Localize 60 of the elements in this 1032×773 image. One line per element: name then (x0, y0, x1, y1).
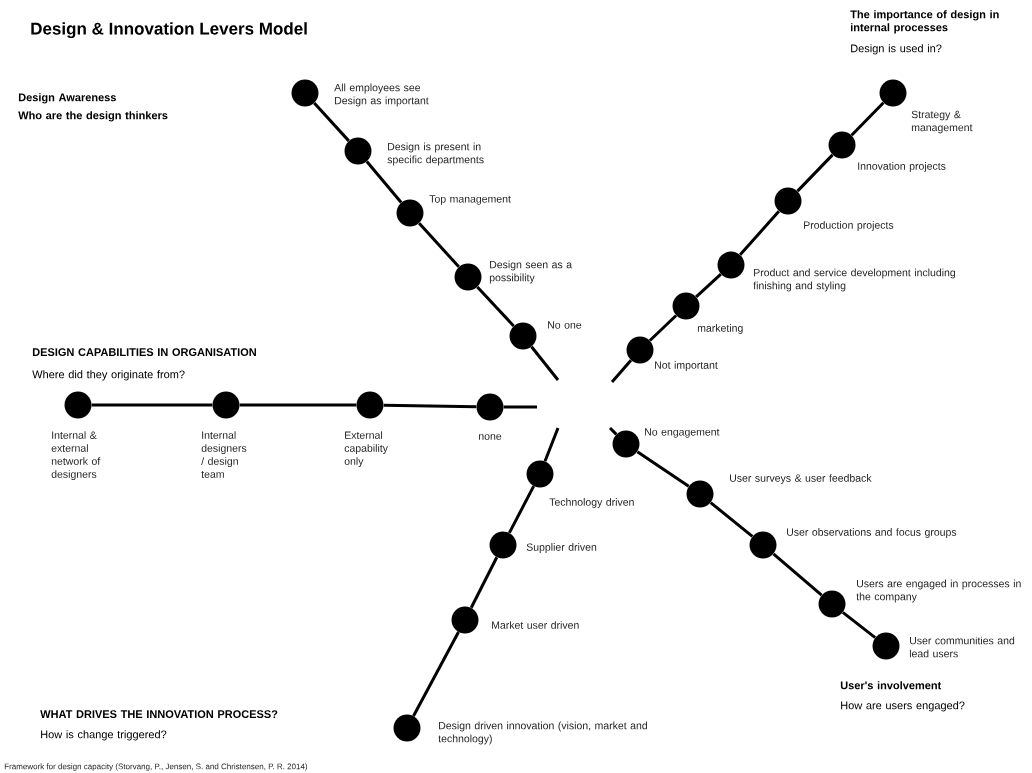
line (383, 403, 477, 409)
dot-label: Internal designers / design team (201, 431, 247, 478)
line (530, 345, 560, 381)
dot-label: marketing (697, 324, 743, 334)
line (503, 405, 537, 409)
dot-label: Market user driven (492, 621, 579, 629)
line (772, 552, 823, 597)
caption: Framework for design capacity (Storvang, P., Jensen, S. and Christensen, P. R. 2014) (4, 763, 308, 771)
line (608, 426, 618, 436)
line (476, 286, 515, 327)
dot-label: User surveys & user feedback (730, 474, 872, 484)
line (543, 427, 560, 462)
dot-label: External capability only (344, 431, 388, 467)
dot-label: Product and service development including finishing and styling (753, 268, 956, 292)
dot-label: No one (548, 321, 582, 329)
subheading: Design is used in? (851, 44, 942, 55)
dot-label: Technology driven (549, 498, 634, 508)
dot-label: Top management (429, 195, 511, 205)
heading: User's involvement (840, 681, 942, 690)
dot-label: Production projects (804, 221, 894, 231)
heading: Who are the design thinkers (18, 111, 168, 122)
dot-label: Design seen as a possibility (489, 260, 573, 284)
line (469, 556, 499, 609)
dot-label: none (479, 434, 502, 440)
heading: DESIGN CAPABILITIES IN ORGANISATION (32, 348, 256, 356)
line (508, 485, 535, 534)
line (636, 450, 690, 488)
line (841, 611, 877, 639)
heading: Design Awareness (18, 93, 116, 104)
dot-label: All employees see Design as important (334, 83, 429, 107)
dot-label: No engagement (645, 428, 720, 438)
heading: The importance of design in internal processes (850, 10, 999, 34)
line (695, 273, 722, 298)
line (796, 153, 834, 193)
dot-label: Internal & external network of designers (51, 431, 101, 480)
dot-label: Design is present in specific departments (387, 142, 484, 166)
dot-label: User communities and lead users (909, 636, 1015, 658)
line (412, 631, 460, 717)
line (648, 314, 678, 342)
line (709, 501, 754, 538)
dot-label: Strategy & management (911, 110, 973, 134)
line (418, 222, 460, 268)
dot-label: Users are engaged in processes in the company (856, 579, 1021, 603)
dot-label: Design driven innovation (vision, market and technology) (438, 721, 647, 745)
subheading: How are users engaged? (841, 701, 965, 712)
line (239, 403, 357, 407)
title: Design & Innovation Levers Model (31, 22, 307, 39)
dot-label: Innovation projects (858, 162, 946, 172)
line (850, 101, 885, 137)
subheading: How is change triggered? (41, 730, 167, 741)
line (365, 160, 403, 204)
line (91, 403, 213, 407)
subheading: Where did they originate from? (32, 370, 185, 381)
dot-label: Supplier driven (526, 543, 597, 553)
dot-label: Not important (655, 361, 718, 371)
dot-label: User observations and focus groups (787, 528, 957, 538)
heading: WHAT DRIVES THE INNOVATION PROCESS? (40, 710, 278, 718)
line (313, 102, 350, 142)
line (739, 210, 781, 256)
line (610, 359, 633, 383)
